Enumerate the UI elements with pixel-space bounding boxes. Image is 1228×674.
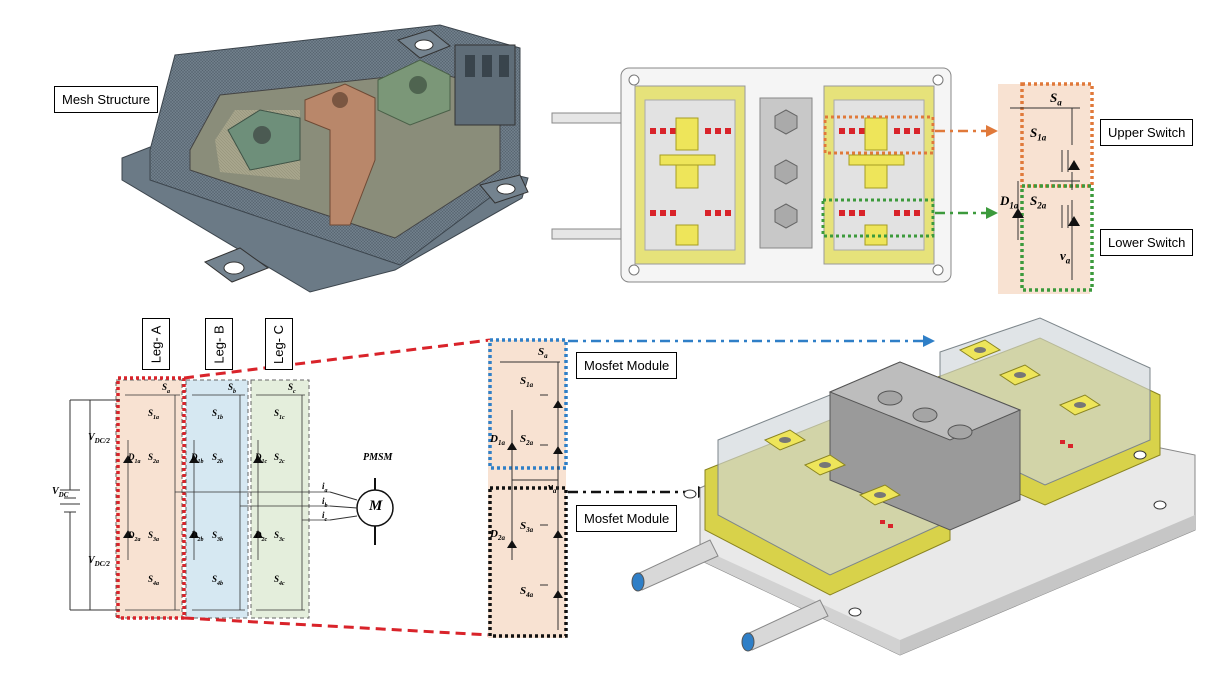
upper-switch-label: Upper Switch bbox=[1100, 119, 1194, 146]
zoom-va-label: va bbox=[548, 481, 557, 496]
zoom-S3a-label: S3a bbox=[520, 520, 534, 535]
Sb-label: Sb bbox=[228, 382, 237, 395]
ic-label: ic bbox=[322, 510, 328, 523]
lower-switch-label: Lower Switch bbox=[1100, 229, 1194, 256]
vdc-half-bottom-label: VDC/2 bbox=[88, 555, 110, 568]
zoom-D2a-label: D2a bbox=[490, 528, 505, 543]
S4a-label: S4a bbox=[148, 574, 160, 587]
motor-label: M bbox=[369, 498, 383, 514]
S3b-label: S3b bbox=[212, 530, 224, 543]
leg-b-label: Leg- B bbox=[205, 318, 233, 370]
S3a-label: S3a bbox=[148, 530, 160, 543]
D1a-label: D1a bbox=[128, 452, 141, 465]
leg-a-label: Leg- A bbox=[142, 318, 170, 370]
Sa-label: Sa bbox=[162, 382, 171, 395]
S2c-label: S2c bbox=[274, 452, 285, 465]
D2a-label: D2a bbox=[128, 530, 141, 543]
ib-label: ib bbox=[322, 496, 328, 509]
S4b-label: S4b bbox=[212, 574, 224, 587]
S2b-label: S2b bbox=[212, 452, 224, 465]
pmsm-label: PMSM bbox=[363, 452, 393, 463]
leg-c-label: Leg- C bbox=[265, 318, 293, 370]
zoom-S4a-label: S4a bbox=[520, 585, 534, 600]
switch-detail-Sa-label: Sa bbox=[1050, 90, 1062, 108]
zoom-S2a-label: S2a bbox=[520, 433, 534, 448]
S1c-label: S1c bbox=[274, 408, 285, 421]
zoom-S1a-label: S1a bbox=[520, 375, 534, 390]
vdc-label: VDC bbox=[52, 486, 69, 499]
mosfet-module-label-bottom: Mosfet Module bbox=[576, 505, 678, 532]
Sc-label: Sc bbox=[288, 382, 296, 395]
D2c-label: D2c bbox=[255, 530, 268, 543]
ia-label: ia bbox=[322, 481, 328, 494]
mosfet-module-label-top: Mosfet Module bbox=[576, 352, 678, 379]
mesh-structure-label: Mesh Structure bbox=[54, 86, 159, 113]
zoom-Sa-label: Sa bbox=[538, 346, 548, 361]
S2a-label: S2a bbox=[148, 452, 160, 465]
S1a-label: S1a bbox=[148, 408, 160, 421]
D1c-label: D1c bbox=[255, 452, 268, 465]
S1b-label: S1b bbox=[212, 408, 224, 421]
vdc-half-top-label: VDC/2 bbox=[88, 432, 110, 445]
switch-detail-va-label: va bbox=[1060, 248, 1071, 266]
switch-detail-S1a-label: S1a bbox=[1030, 125, 1047, 143]
S4c-label: S4c bbox=[274, 574, 285, 587]
D1b-label: D1b bbox=[191, 452, 204, 465]
switch-detail-D1a-label: D1a bbox=[1000, 193, 1019, 211]
zoom-D1a-label: D1a bbox=[490, 433, 505, 448]
S3c-label: S3c bbox=[274, 530, 285, 543]
switch-detail-S2a-label: S2a bbox=[1030, 193, 1047, 211]
D2b-label: D2b bbox=[191, 530, 204, 543]
